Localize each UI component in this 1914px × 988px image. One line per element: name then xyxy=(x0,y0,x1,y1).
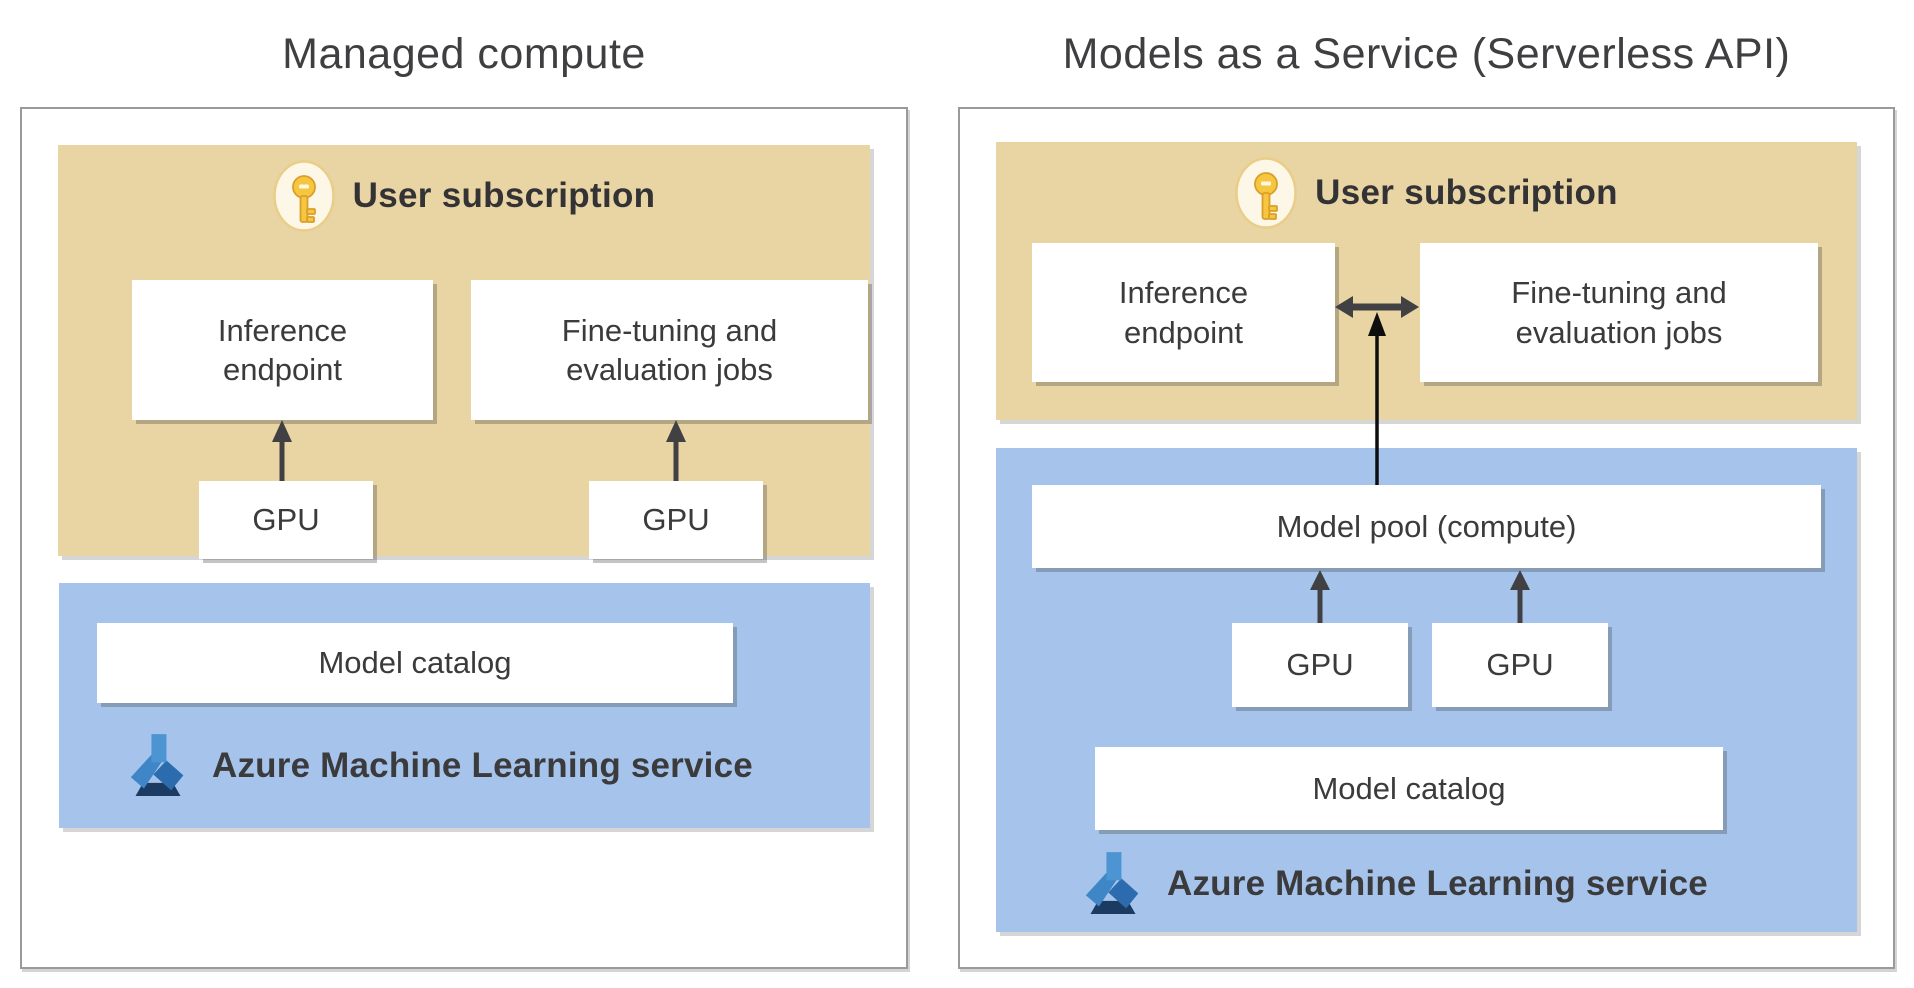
gpu-label: GPU xyxy=(1286,647,1354,683)
model-pool-label: Model pool (compute) xyxy=(1276,508,1577,544)
up-arrow-left-1 xyxy=(272,420,292,481)
azure-ml-service-label: Azure Machine Learning service xyxy=(212,746,753,785)
user-subscription-heading-left: User subscription xyxy=(58,160,870,232)
user-subscription-label: User subscription xyxy=(1315,173,1618,212)
azure-ml-icon xyxy=(1085,852,1139,914)
inference-endpoint-label: Inference endpoint xyxy=(1118,275,1249,350)
finetuning-box-left: Fine-tuning and evaluation jobs xyxy=(471,280,868,420)
managed-compute-panel: User subscription Inference endpoint Fin… xyxy=(20,107,908,969)
double-headed-arrow xyxy=(1335,296,1419,318)
gpu-box-left-1: GPU xyxy=(199,481,373,559)
azure-ml-service-box-left: Model catalog Azure Machine Learning ser… xyxy=(59,583,870,828)
user-subscription-heading-right: User subscription xyxy=(996,157,1857,229)
model-pool-box: Model pool (compute) xyxy=(1032,485,1821,568)
left-diagram-title: Managed compute xyxy=(282,30,646,78)
model-catalog-box-left: Model catalog xyxy=(97,623,733,703)
user-subscription-label: User subscription xyxy=(352,176,656,215)
gpu-box-left-2: GPU xyxy=(589,481,763,559)
vertical-up-arrow xyxy=(1368,312,1386,485)
key-icon xyxy=(1235,157,1297,229)
azure-ml-service-box-right: Model pool (compute) GPU GPU Model catal… xyxy=(996,448,1857,932)
up-arrow-left-2 xyxy=(666,420,686,481)
gpu-box-right-2: GPU xyxy=(1432,623,1608,707)
azure-ml-service-label: Azure Machine Learning service xyxy=(1167,864,1708,903)
key-icon xyxy=(272,160,335,232)
right-diagram-title: Models as a Service (Serverless API) xyxy=(1062,30,1791,78)
inference-endpoint-label: Inference endpoint xyxy=(217,312,348,387)
gpu-label: GPU xyxy=(1486,647,1554,683)
inference-endpoint-box-right: Inference endpoint xyxy=(1032,243,1335,382)
up-arrow-right-2 xyxy=(1510,570,1530,623)
azure-ml-service-row-left: Azure Machine Learning service xyxy=(128,733,753,799)
finetuning-box-right: Fine-tuning and evaluation jobs xyxy=(1420,243,1818,382)
azure-ml-icon xyxy=(130,734,184,796)
user-subscription-box-left: User subscription Inference endpoint Fin… xyxy=(58,145,870,559)
azure-ml-service-row-right: Azure Machine Learning service xyxy=(1083,851,1708,917)
models-as-a-service-panel: User subscription Inference endpoint Fin… xyxy=(958,107,1895,969)
inference-endpoint-box-left: Inference endpoint xyxy=(132,280,433,420)
finetuning-label: Fine-tuning and evaluation jobs xyxy=(561,312,778,387)
model-catalog-label: Model catalog xyxy=(1312,770,1506,806)
finetuning-label: Fine-tuning and evaluation jobs xyxy=(1511,275,1727,350)
model-catalog-box-right: Model catalog xyxy=(1095,747,1723,830)
user-subscription-box-right: User subscription Inference endpoint Fin… xyxy=(996,142,1857,420)
up-arrow-right-1 xyxy=(1310,570,1330,623)
model-catalog-label: Model catalog xyxy=(318,645,512,681)
gpu-box-right-1: GPU xyxy=(1232,623,1408,707)
gpu-label: GPU xyxy=(642,502,710,538)
gpu-label: GPU xyxy=(252,502,320,538)
